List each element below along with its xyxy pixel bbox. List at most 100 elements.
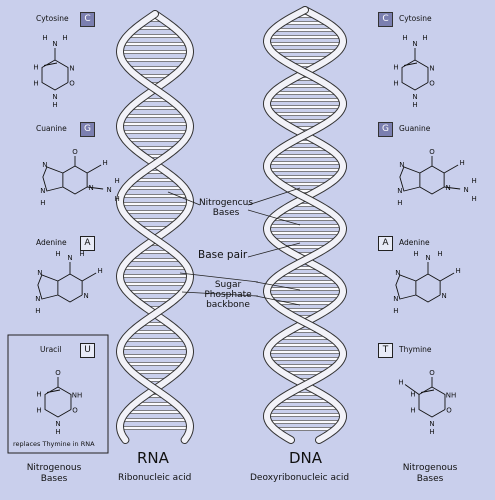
bond	[46, 389, 61, 393]
atom-label: N	[52, 40, 57, 48]
rna-base-pair-rung	[125, 138, 185, 142]
rna-base-pair-rung	[119, 202, 191, 206]
atom-label: O	[429, 369, 435, 377]
atom-label: H	[79, 250, 84, 258]
atom-label: N	[425, 254, 430, 262]
atom-label: H	[402, 34, 407, 42]
atom-label: N	[69, 65, 74, 73]
bond	[399, 166, 421, 192]
rna-base-pair-rung	[127, 258, 183, 262]
uracil-note: replaces Thymine in RNA	[13, 440, 95, 448]
bond	[57, 273, 83, 303]
adenine-label-left: Adenine	[36, 238, 67, 247]
rna-base-pair-rung	[126, 290, 184, 294]
dna-base-pair-rung	[271, 154, 339, 158]
atom-label: N	[106, 186, 111, 194]
dna-base-pair-rung	[272, 91, 338, 95]
guanine-label-left: Cuanine	[36, 124, 67, 133]
uracil-label: Uracil	[40, 345, 62, 354]
bond	[420, 389, 435, 393]
atom-label: N	[393, 295, 398, 303]
dna-subtitle: Deoxyribonucleic acid	[250, 473, 350, 483]
atom-label: H	[471, 195, 476, 203]
rna-helix	[115, 10, 195, 444]
dna-base-pair-rung	[267, 98, 343, 102]
dna-base-pair-rung	[267, 105, 343, 109]
atom-label: O	[429, 80, 435, 88]
dna-base-pair-rung	[267, 35, 343, 39]
atom-label: H	[40, 199, 45, 207]
base-pair-label: Base pair	[198, 249, 248, 261]
rna-title: RNA	[137, 449, 169, 467]
atom-label: H	[35, 307, 40, 315]
dna-base-pair-rung	[271, 217, 339, 221]
atom-label: N	[88, 184, 93, 192]
cytosine-letter-box-left: C	[80, 12, 95, 27]
rna-backbone-strand	[116, 11, 194, 443]
bond	[418, 386, 446, 418]
atom-label: H	[36, 391, 41, 399]
dna-title: DNA	[289, 449, 323, 467]
dna-base-pair-rung	[273, 364, 337, 368]
atom-label: H	[410, 391, 415, 399]
bond	[37, 274, 59, 300]
atom-label: NH	[446, 392, 457, 400]
adenine-letter-box-right: A	[378, 236, 393, 251]
atom-label: O	[72, 407, 78, 415]
bond	[415, 273, 441, 303]
cytosine-letter-box-right: C	[378, 12, 393, 27]
atom-label: H	[437, 250, 442, 258]
atom-label: H	[55, 428, 60, 436]
adenine-letter-box-left: A	[80, 236, 95, 251]
bond	[444, 186, 461, 190]
atom-label: N	[35, 295, 40, 303]
atom-label: H	[97, 267, 102, 275]
atom-label: H	[422, 34, 427, 42]
atom-label: H	[114, 177, 119, 185]
dna-base-pair-rung	[268, 357, 342, 361]
atom-label: H	[397, 199, 402, 207]
thymine-label: Thymine	[399, 345, 432, 354]
atom-label: N	[37, 269, 42, 277]
rna-base-pair-rung	[120, 346, 190, 350]
guanine-label-right: Guanine	[399, 124, 431, 133]
guanine-letter-box-left: G	[80, 122, 95, 137]
guanine-letter-box-right: G	[378, 122, 393, 137]
rna-base-pair-rung	[125, 186, 185, 190]
rna-base-pair-rung	[124, 362, 186, 366]
dna-backbone-strand	[263, 7, 347, 443]
atom-label: H	[102, 159, 107, 167]
rna-base-pair-rung	[127, 66, 183, 70]
atom-label: N	[397, 187, 402, 195]
rna-base-pair-rung	[129, 218, 181, 222]
dna-base-pair-rung	[267, 168, 343, 172]
dna-base-pair-rung	[269, 406, 341, 410]
dna-base-pair-rung	[267, 42, 343, 46]
sugar-phosphate-backbone-label: Sugar Phosphate backbone	[204, 280, 252, 310]
atom-label: H	[393, 307, 398, 315]
atom-label: H	[459, 159, 464, 167]
dna-base-pair-rung	[270, 343, 340, 347]
atom-label: H	[55, 250, 60, 258]
uracil-frame	[7, 334, 109, 454]
atom-label: H	[413, 250, 418, 258]
atom-label: N	[40, 187, 45, 195]
dna-base-pair-rung	[272, 238, 338, 242]
atom-label: H	[393, 64, 398, 72]
atom-label: H	[455, 267, 460, 275]
atom-label: O	[446, 407, 452, 415]
rna-base-pair-rung	[119, 122, 191, 126]
dna-base-pair-rung	[266, 413, 344, 417]
atom-label: N	[463, 186, 468, 194]
atom-label: H	[36, 407, 41, 415]
thymine-letter-box: T	[378, 343, 393, 358]
rna-base-pair-rung	[120, 354, 190, 358]
bond	[404, 384, 420, 395]
rna-base-pair-rung	[120, 130, 190, 134]
atom-label: H	[52, 101, 57, 109]
atom-label: H	[398, 379, 403, 387]
atom-label: H	[42, 34, 47, 42]
